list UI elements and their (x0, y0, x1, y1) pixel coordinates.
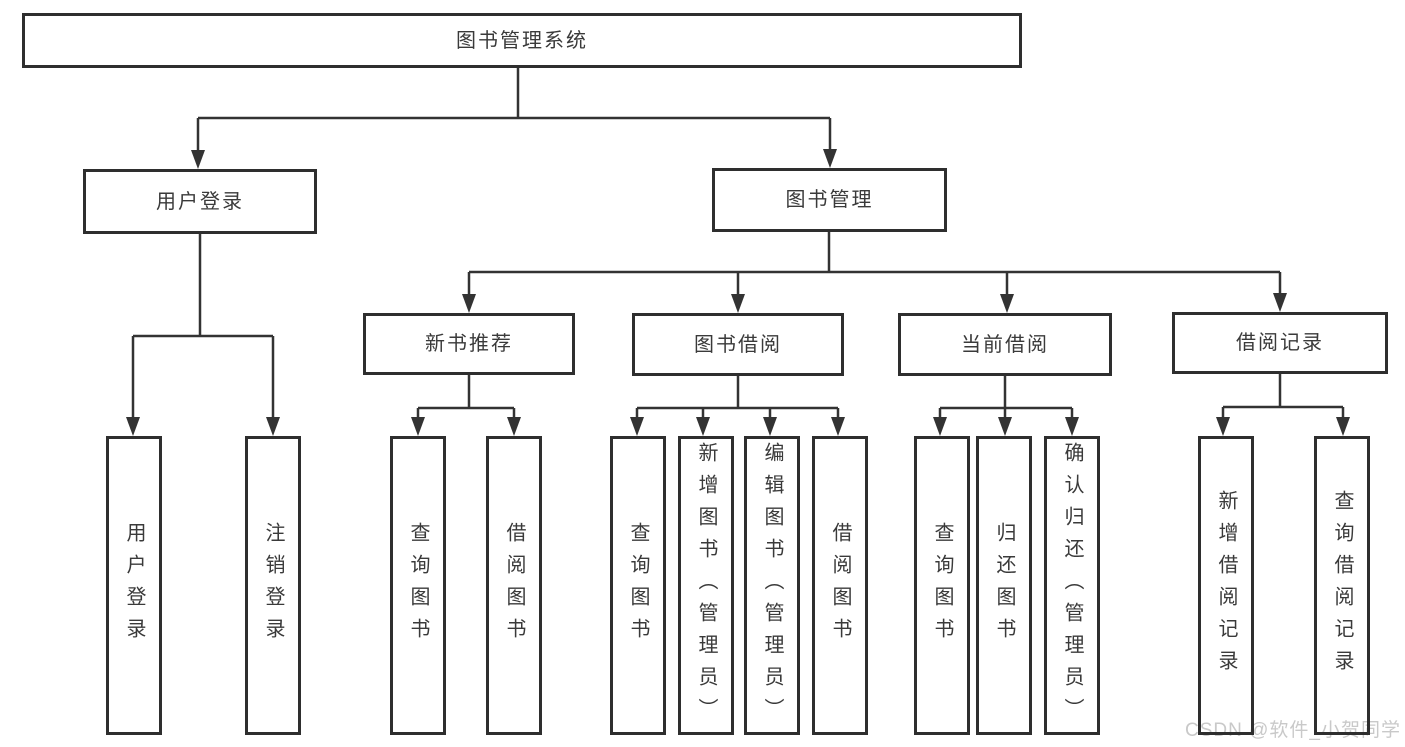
leaf-logout-label: 注销登录 (262, 521, 284, 650)
node-book-management-label: 图书管理 (785, 189, 874, 211)
leaf-borrow-book-1-label: 借阅图书 (503, 521, 525, 650)
node-new-book-recommend-label: 新书推荐 (425, 333, 513, 355)
node-borrow-record-label: 借阅记录 (1236, 332, 1324, 354)
leaf-add-borrow-record-label: 新增借阅记录 (1215, 489, 1237, 682)
leaf-add-book-admin: 新增图书（管理员） (678, 436, 734, 735)
leaf-query-book-1-label: 查询图书 (407, 521, 429, 650)
leaf-logout: 注销登录 (245, 436, 301, 735)
node-current-borrow: 当前借阅 (898, 313, 1112, 376)
arrowhead-icons (126, 149, 1350, 436)
leaf-borrow-book-2-label: 借阅图书 (829, 521, 851, 650)
node-borrow-record: 借阅记录 (1172, 312, 1388, 374)
leaf-edit-book-admin-label: 编辑图书（管理员） (761, 441, 783, 730)
leaf-user-login-label: 用户登录 (123, 521, 145, 650)
leaf-query-book-3: 查询图书 (914, 436, 970, 735)
leaf-borrow-book-2: 借阅图书 (812, 436, 868, 735)
csdn-watermark: CSDN @软件_小贺同学 (1185, 720, 1401, 741)
leaf-query-borrow-record-label: 查询借阅记录 (1331, 489, 1353, 682)
leaf-borrow-book-1: 借阅图书 (486, 436, 542, 735)
node-root-label: 图书管理系统 (456, 29, 588, 52)
leaf-confirm-return-admin-label: 确认归还（管理员） (1061, 441, 1083, 730)
leaf-return-book: 归还图书 (976, 436, 1032, 735)
node-user-login: 用户登录 (83, 169, 317, 234)
leaf-add-book-admin-label: 新增图书（管理员） (695, 441, 717, 730)
node-new-book-recommend: 新书推荐 (363, 313, 575, 375)
leaf-query-book-2-label: 查询图书 (627, 521, 649, 650)
leaf-query-borrow-record: 查询借阅记录 (1314, 436, 1370, 735)
node-user-login-label: 用户登录 (156, 190, 244, 213)
leaf-user-login: 用户登录 (106, 436, 162, 735)
leaf-query-book-3-label: 查询图书 (931, 521, 953, 650)
node-root: 图书管理系统 (22, 13, 1022, 68)
leaf-query-book-2: 查询图书 (610, 436, 666, 735)
leaf-edit-book-admin: 编辑图书（管理员） (744, 436, 800, 735)
leaf-confirm-return-admin: 确认归还（管理员） (1044, 436, 1100, 735)
leaf-return-book-label: 归还图书 (993, 521, 1015, 650)
node-book-management: 图书管理 (712, 168, 947, 232)
node-book-borrow-label: 图书借阅 (694, 333, 782, 356)
leaf-add-borrow-record: 新增借阅记录 (1198, 436, 1254, 735)
node-book-borrow: 图书借阅 (632, 313, 844, 376)
node-current-borrow-label: 当前借阅 (961, 333, 1049, 356)
leaf-query-book-1: 查询图书 (390, 436, 446, 735)
